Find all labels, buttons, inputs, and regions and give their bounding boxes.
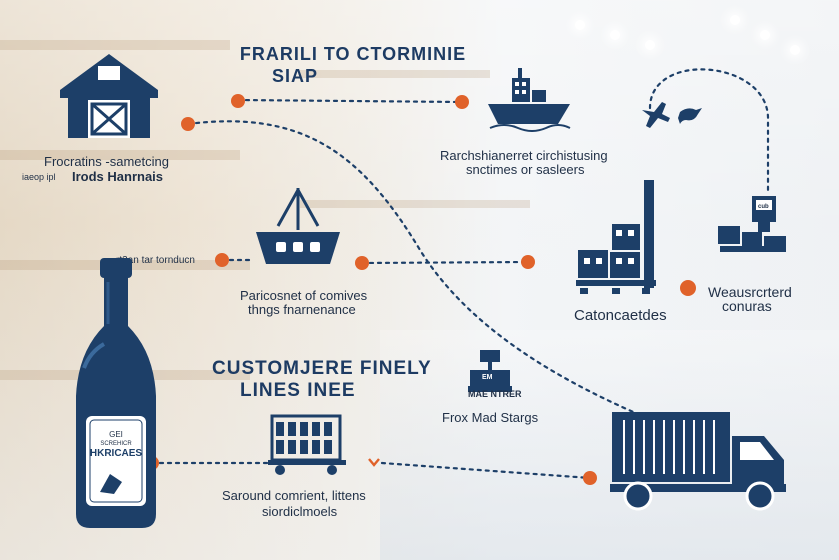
ceiling-lamp: [575, 20, 585, 30]
barcode-scanner-icon: [718, 196, 786, 252]
connector-cart-truck: [380, 461, 592, 480]
ceiling-lamp: [760, 30, 770, 40]
shelf-line: [0, 150, 240, 160]
pallet-label: Catoncaetdes: [574, 307, 667, 324]
warehouse-icon: [60, 54, 158, 138]
warehouse-label: Frocratins -sametcing: [44, 154, 169, 169]
scanner-label-2: conuras: [722, 298, 772, 314]
node-dot: [680, 280, 696, 296]
cargo-ship-icon: [488, 68, 571, 132]
ceiling-lamp: [645, 40, 655, 50]
sign-label: Frox Mad Stargs: [442, 410, 539, 425]
connector-sailboat-pallet: [360, 260, 530, 265]
shelf-line: [0, 40, 230, 50]
callout-label: rt3an tar tornducn: [116, 255, 195, 266]
connector-plane-scanner: [648, 68, 770, 192]
connector-warehouse-truck: [186, 120, 642, 417]
scanner-screen-text: cub: [758, 204, 769, 210]
ceiling-lamp: [790, 45, 800, 55]
bottle-label-small: GEI: [109, 430, 123, 439]
customer-title: CUSTOMJERE FINELY: [212, 358, 432, 379]
shopping-cart-icon: [268, 414, 346, 475]
shelf-line: [300, 200, 530, 208]
node-dot: [455, 95, 469, 109]
node-dot: [583, 471, 597, 485]
scanner-label: Weausrcrterd: [708, 284, 792, 300]
node-dot: [181, 117, 195, 131]
cart-label: Saround comrient, littens: [222, 488, 366, 503]
connector-warehouse-ship: [236, 98, 464, 104]
bottle-label-tiny: SCREHICR: [100, 441, 132, 447]
node-dot: [231, 94, 245, 108]
customer-title-2: LINES INEE: [240, 380, 356, 401]
delivery-truck-icon: [610, 412, 786, 511]
sailboat-icon: [256, 188, 340, 264]
warehouse-sublabel: iaeop ipl: [22, 172, 56, 182]
ceiling-lamp: [730, 15, 740, 25]
signpost-icon: [468, 350, 512, 392]
bottle-icon: [76, 258, 156, 528]
chevron-down-icon: [368, 458, 380, 467]
sailboat-label: Paricosnet of comives: [240, 288, 368, 303]
page-title: FRARILI TO CTORMINIE: [239, 44, 467, 64]
sign-top-text: EM: [482, 374, 493, 381]
warehouse-label-2: Irods Hanrnais: [72, 169, 164, 184]
cart-label-2: siordiclmoels: [262, 504, 338, 519]
sailboat-label-2: thngs fnarnenance: [248, 302, 356, 317]
ship-label-2: snctimes or sasleers: [466, 162, 585, 177]
airplane-icon: [642, 102, 702, 128]
shelf-line: [300, 70, 490, 78]
page-title-line2: SIAP: [272, 66, 319, 86]
sign-text: MAE NTRER: [468, 389, 522, 399]
ceiling-lamp: [610, 30, 620, 40]
bottle-label-main: HKRICAES: [89, 448, 143, 459]
ship-label: Rarchshianerret circhistusing: [440, 148, 608, 163]
node-dot: [215, 253, 229, 267]
node-dot: [521, 255, 535, 269]
node-dot: [355, 256, 369, 270]
forklift-pallet-icon: [576, 180, 656, 294]
